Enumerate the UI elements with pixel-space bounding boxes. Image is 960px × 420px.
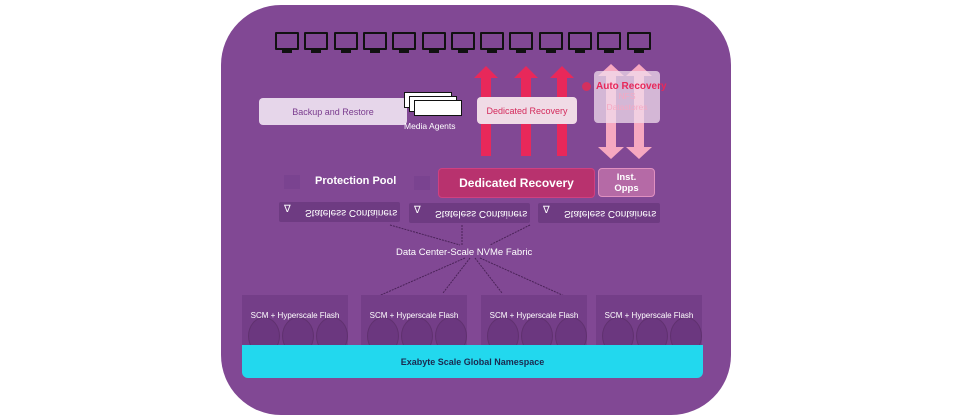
storage-node-label: SCM + Hyperscale Flash	[489, 311, 579, 320]
backup-restore-label: Backup and Restore	[292, 106, 374, 117]
container-icon: ∇	[284, 204, 291, 215]
monitor-icon	[626, 32, 651, 53]
flash-disk-icon	[636, 317, 668, 347]
storage-node: SCM + Hyperscale Flash	[242, 295, 348, 347]
global-namespace-label: Exabyte Scale Global Namespace	[400, 356, 545, 367]
storage-node: SCM + Hyperscale Flash	[596, 295, 702, 347]
flash-disk-icon	[521, 317, 553, 347]
stateless-containers-box: ∇ Stateless Containers	[538, 203, 660, 223]
monitor-icon	[421, 32, 446, 53]
monitor-icon	[392, 32, 417, 53]
backup-restore-box: Backup and Restore	[259, 98, 407, 125]
global-namespace-bar: Exabyte Scale Global Namespace	[242, 345, 703, 378]
monitor-icon	[450, 32, 475, 53]
flash-disk-icon	[435, 317, 467, 347]
dedicated-recovery-main-label: Dedicated Recovery	[459, 176, 574, 190]
nfs-datastores-label: NFS Datastores	[606, 91, 648, 112]
flash-disk-icon	[401, 317, 433, 347]
inst-opps-label: Inst. Opps	[614, 171, 639, 194]
dedicated-recovery-top-box: Dedicated Recovery	[477, 97, 577, 124]
stateless-containers-label: Stateless Containers	[435, 207, 528, 219]
monitor-icon	[597, 32, 622, 53]
stateless-containers-label: Stateless Containers	[305, 206, 398, 218]
monitor-icon	[538, 32, 563, 53]
stateless-containers-box: ∇ Stateless Containers	[409, 203, 530, 223]
dedicated-recovery-main-box: Dedicated Recovery	[438, 168, 595, 198]
monitor-icon	[509, 32, 534, 53]
storage-node-label: SCM + Hyperscale Flash	[369, 311, 459, 320]
storage-node: SCM + Hyperscale Flash	[361, 295, 467, 347]
flash-disk-icon	[487, 317, 519, 347]
monitor-icon	[568, 32, 592, 53]
auto-recovery-icon	[582, 82, 591, 91]
container-icon: ∇	[414, 205, 421, 216]
flash-disk-icon	[602, 317, 634, 347]
media-agents-icon	[404, 92, 464, 118]
flash-disk-icon	[670, 317, 702, 347]
pool-icon	[414, 176, 430, 190]
storage-node-label: SCM + Hyperscale Flash	[250, 311, 340, 320]
container-icon: ∇	[543, 205, 550, 216]
storage-node-label: SCM + Hyperscale Flash	[604, 311, 694, 320]
monitor-icon	[304, 32, 329, 53]
storage-node: SCM + Hyperscale Flash	[481, 295, 587, 347]
flash-disk-icon	[367, 317, 399, 347]
stateless-containers-box: ∇ Stateless Containers	[279, 202, 400, 222]
stateless-containers-label: Stateless Containers	[564, 207, 657, 219]
monitor-icon	[333, 32, 358, 53]
monitor-icon	[480, 32, 505, 53]
media-agents-label: Media Agents	[404, 121, 456, 131]
pool-icon	[284, 175, 300, 189]
flash-disk-icon	[282, 317, 314, 347]
inst-opps-box: Inst. Opps	[598, 168, 655, 197]
flash-disk-icon	[316, 317, 348, 347]
protection-pool-label: Protection Pool	[315, 175, 397, 187]
fabric-label: Data Center-Scale NVMe Fabric	[396, 247, 533, 258]
flash-disk-icon	[555, 317, 587, 347]
nfs-datastores-box: NFS Datastores	[594, 71, 660, 123]
monitor-icon	[362, 32, 387, 53]
dedicated-recovery-top-label: Dedicated Recovery	[486, 105, 568, 116]
auto-recovery-label: Auto Recovery	[596, 81, 667, 92]
monitor-icon	[275, 32, 299, 53]
flash-disk-icon	[248, 317, 280, 347]
